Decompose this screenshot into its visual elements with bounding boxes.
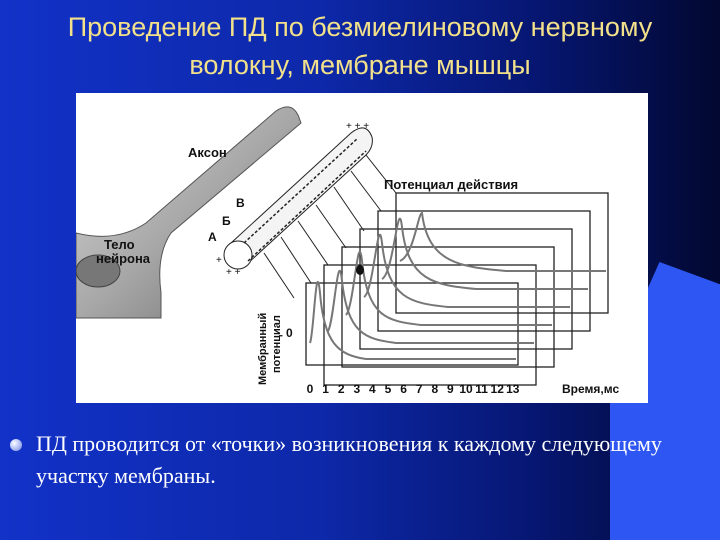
- slide-title: Проведение ПД по безмиелиновому нервному…: [67, 12, 653, 80]
- point-marker: [356, 265, 364, 275]
- projection-lines: [263, 154, 397, 299]
- time-tick-label: 10: [459, 382, 473, 396]
- time-tick-label: 6: [400, 382, 407, 396]
- neuron-body: [76, 106, 302, 319]
- y-axis-label-2: потенциал: [271, 315, 283, 373]
- svg-text:+ + +: + + +: [346, 121, 369, 132]
- fiber-cylinder: + + + + + +: [216, 121, 373, 278]
- svg-text:+: +: [216, 255, 222, 266]
- time-label: Время,мс: [562, 382, 619, 396]
- time-tick-label: 7: [416, 382, 423, 396]
- time-tick-label: 3: [353, 382, 360, 396]
- time-tick-label: 8: [431, 382, 438, 396]
- time-tick-label: 12: [491, 382, 505, 396]
- point-label-b: Б: [222, 214, 231, 228]
- diagram-svg: Аксон Тело нейрона + + + + + + В Б А: [76, 106, 619, 396]
- time-tick-label: 4: [369, 382, 376, 396]
- svg-text:+ +: + +: [226, 267, 241, 278]
- time-tick-label: 5: [385, 382, 392, 396]
- point-label-a: А: [208, 230, 217, 244]
- axon-label: Аксон: [188, 145, 227, 160]
- action-potential-curves: [309, 211, 606, 360]
- time-tick-label: 2: [338, 382, 345, 396]
- time-tick-label: 13: [506, 382, 520, 396]
- zero-label: 0: [286, 326, 293, 340]
- bullet-icon: [10, 439, 22, 451]
- neuron-body-label-1: Тело: [104, 237, 135, 252]
- bullet-text: ПД проводится от «точки» возникновения к…: [36, 431, 662, 488]
- time-tick-label: 1: [322, 382, 329, 396]
- time-tick-label: 9: [447, 382, 454, 396]
- point-label-v: В: [236, 196, 245, 210]
- time-tick-label: 0: [307, 382, 314, 396]
- action-potential-label: Потенциал действия: [384, 177, 518, 192]
- neuron-body-label-2: нейрона: [96, 251, 151, 266]
- time-tick-label: 11: [475, 382, 488, 396]
- y-axis-label-1: Мембранный: [257, 313, 269, 385]
- conduction-diagram: Аксон Тело нейрона + + + + + + В Б А: [76, 93, 648, 403]
